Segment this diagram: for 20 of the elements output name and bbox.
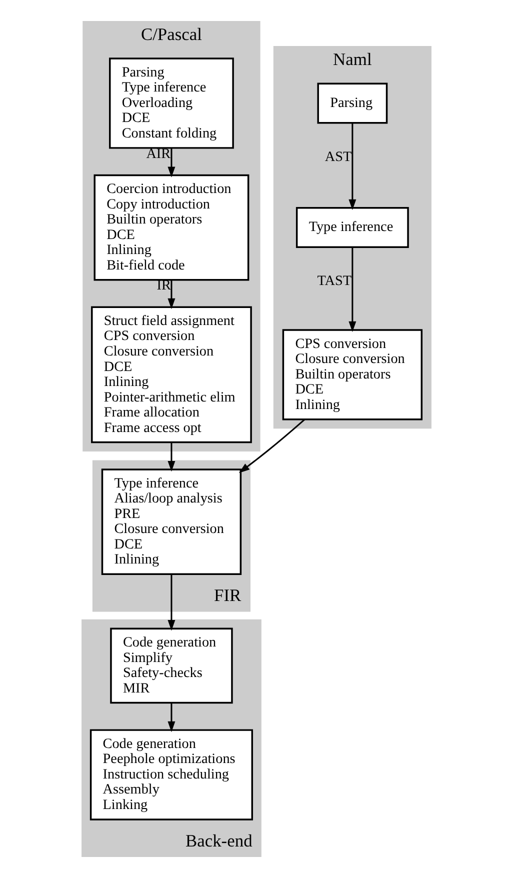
node-box: CPS conversion Closure conversion Builtin operators DCE Inlining (282, 329, 422, 420)
node-box: Code generation Peephole optimizations Instruction scheduling Assembly Linking (89, 729, 253, 820)
arrow (167, 703, 175, 732)
node-box: Coercion introduction Copy introduction Builtin operators DCE Inlining Bit-field code (93, 174, 249, 281)
arrow (167, 442, 175, 472)
arrow (167, 280, 175, 310)
edge-label: AST (324, 148, 352, 165)
node-box: Type inference Alias/loop analysis PRE Closure conversion DCE Inlining (100, 468, 242, 576)
edge-label: AIR (146, 146, 170, 162)
edge-label: TAST (316, 272, 352, 289)
arrow (348, 122, 356, 210)
arrow (167, 574, 175, 631)
arrow (167, 148, 175, 178)
arrow (238, 418, 305, 473)
node-box: Type inference (295, 207, 408, 248)
arrow (348, 247, 356, 332)
node-box: Parsing Type inference Overloading DCE Constant folding (108, 58, 234, 149)
node-box: Parsing (316, 82, 388, 124)
node-box: Struct field assignment CPS conversion Closure conversion DCE Inlining Pointer-arithmetic elim Frame allocation Frame access opt (90, 306, 252, 444)
node-box: Code generation Simplify Safety-checks MIR (110, 628, 232, 704)
